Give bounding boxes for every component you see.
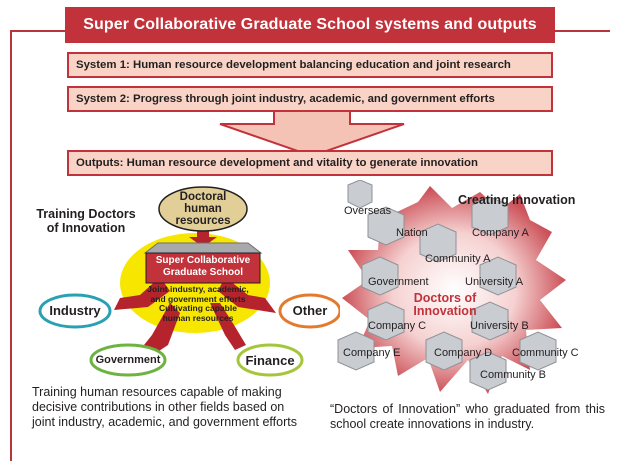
arrow-to-other bbox=[218, 277, 276, 313]
page-title: Super Collaborative Graduate School syst… bbox=[65, 7, 555, 43]
other-ring bbox=[278, 293, 340, 329]
left-heading-line2: of Innovation bbox=[46, 221, 126, 235]
hex-company-e bbox=[337, 331, 375, 371]
doctoral-ellipse bbox=[158, 186, 248, 232]
label-nation: Nation bbox=[396, 227, 428, 239]
hex-university-b bbox=[471, 301, 509, 341]
label-university-a: University A bbox=[465, 276, 524, 288]
doctoral-line3: resources bbox=[175, 215, 231, 227]
left-caption: Training human resources capable of maki… bbox=[32, 385, 297, 429]
center-line3: Cultivating capable bbox=[159, 303, 237, 313]
center-text: Joint industry, academic, and government… bbox=[138, 284, 258, 323]
doctoral-line2: human bbox=[184, 203, 222, 215]
label-company-d: Company D bbox=[434, 347, 493, 359]
left-heading-line1: Training Doctors bbox=[36, 207, 136, 221]
right-caption: “Doctors of Innovation” who graduated fr… bbox=[330, 402, 605, 431]
outputs-box: Outputs: Human resource development and … bbox=[67, 150, 553, 176]
label-university-b: University B bbox=[470, 320, 529, 332]
doctoral-line1: Doctoral bbox=[179, 191, 227, 203]
hex-community-a bbox=[419, 223, 457, 263]
label-company-a: Company A bbox=[472, 227, 529, 239]
center-line2: and government efforts bbox=[150, 293, 246, 304]
left-diagram-graphics bbox=[38, 186, 340, 377]
arrow-to-industry bbox=[114, 277, 170, 310]
label-company-e: Company E bbox=[343, 347, 401, 359]
left-heading: Training Doctors of Innovation bbox=[26, 207, 146, 235]
arrow-to-government bbox=[140, 303, 180, 357]
hex-community-b bbox=[469, 351, 507, 391]
finance-ring bbox=[236, 343, 304, 377]
label-community-a: Community A bbox=[425, 253, 491, 265]
other-label: Other bbox=[292, 303, 328, 318]
label-overseas: Overseas bbox=[344, 205, 392, 217]
system-2-box: System 2: Progress through joint industr… bbox=[67, 86, 553, 112]
down-arrow-icon bbox=[219, 110, 405, 158]
hex-government bbox=[361, 256, 399, 296]
label-government: Government bbox=[368, 276, 429, 288]
doi-line2: Innovation bbox=[413, 304, 477, 318]
school-line2: Graduate School bbox=[162, 267, 243, 278]
school-label: Super Collaborative Graduate School bbox=[146, 255, 260, 279]
government-label: Government bbox=[95, 354, 161, 366]
label-community-b: Community B bbox=[480, 369, 547, 381]
school-roof bbox=[143, 242, 263, 254]
doctors-of-innovation-label: Doctors of Innovation bbox=[410, 292, 480, 318]
hex-university-a bbox=[479, 256, 517, 296]
government-ring bbox=[89, 343, 167, 377]
center-line1: Joint industry, academic, bbox=[147, 284, 249, 294]
right-heading: Creating innovation bbox=[458, 193, 576, 207]
school-line1: Super Collaborative bbox=[155, 255, 251, 266]
label-company-c: Company C bbox=[368, 320, 427, 332]
arrow-doctoral-down bbox=[189, 230, 217, 247]
doi-line1: Doctors of bbox=[413, 291, 477, 305]
center-line4: human resources bbox=[162, 312, 234, 323]
finance-label: Finance bbox=[245, 353, 295, 368]
industry-label: Industry bbox=[49, 303, 101, 318]
arrow-to-finance bbox=[210, 303, 246, 350]
doctoral-label: Doctoral human resources bbox=[158, 191, 248, 227]
school-body bbox=[145, 252, 261, 284]
system-1-box: System 1: Human resource development bal… bbox=[67, 52, 553, 78]
hex-nation bbox=[367, 206, 405, 246]
hex-company-c bbox=[367, 301, 405, 341]
hex-company-a bbox=[471, 196, 509, 236]
hex-group bbox=[337, 180, 557, 391]
label-community-c: Community C bbox=[512, 347, 579, 359]
right-diagram-graphics bbox=[337, 180, 566, 394]
hex-community-c bbox=[519, 331, 557, 371]
industry-ring bbox=[38, 293, 112, 329]
hex-company-d bbox=[425, 331, 463, 371]
frame-left-line bbox=[10, 30, 12, 461]
hex-overseas bbox=[347, 180, 373, 209]
